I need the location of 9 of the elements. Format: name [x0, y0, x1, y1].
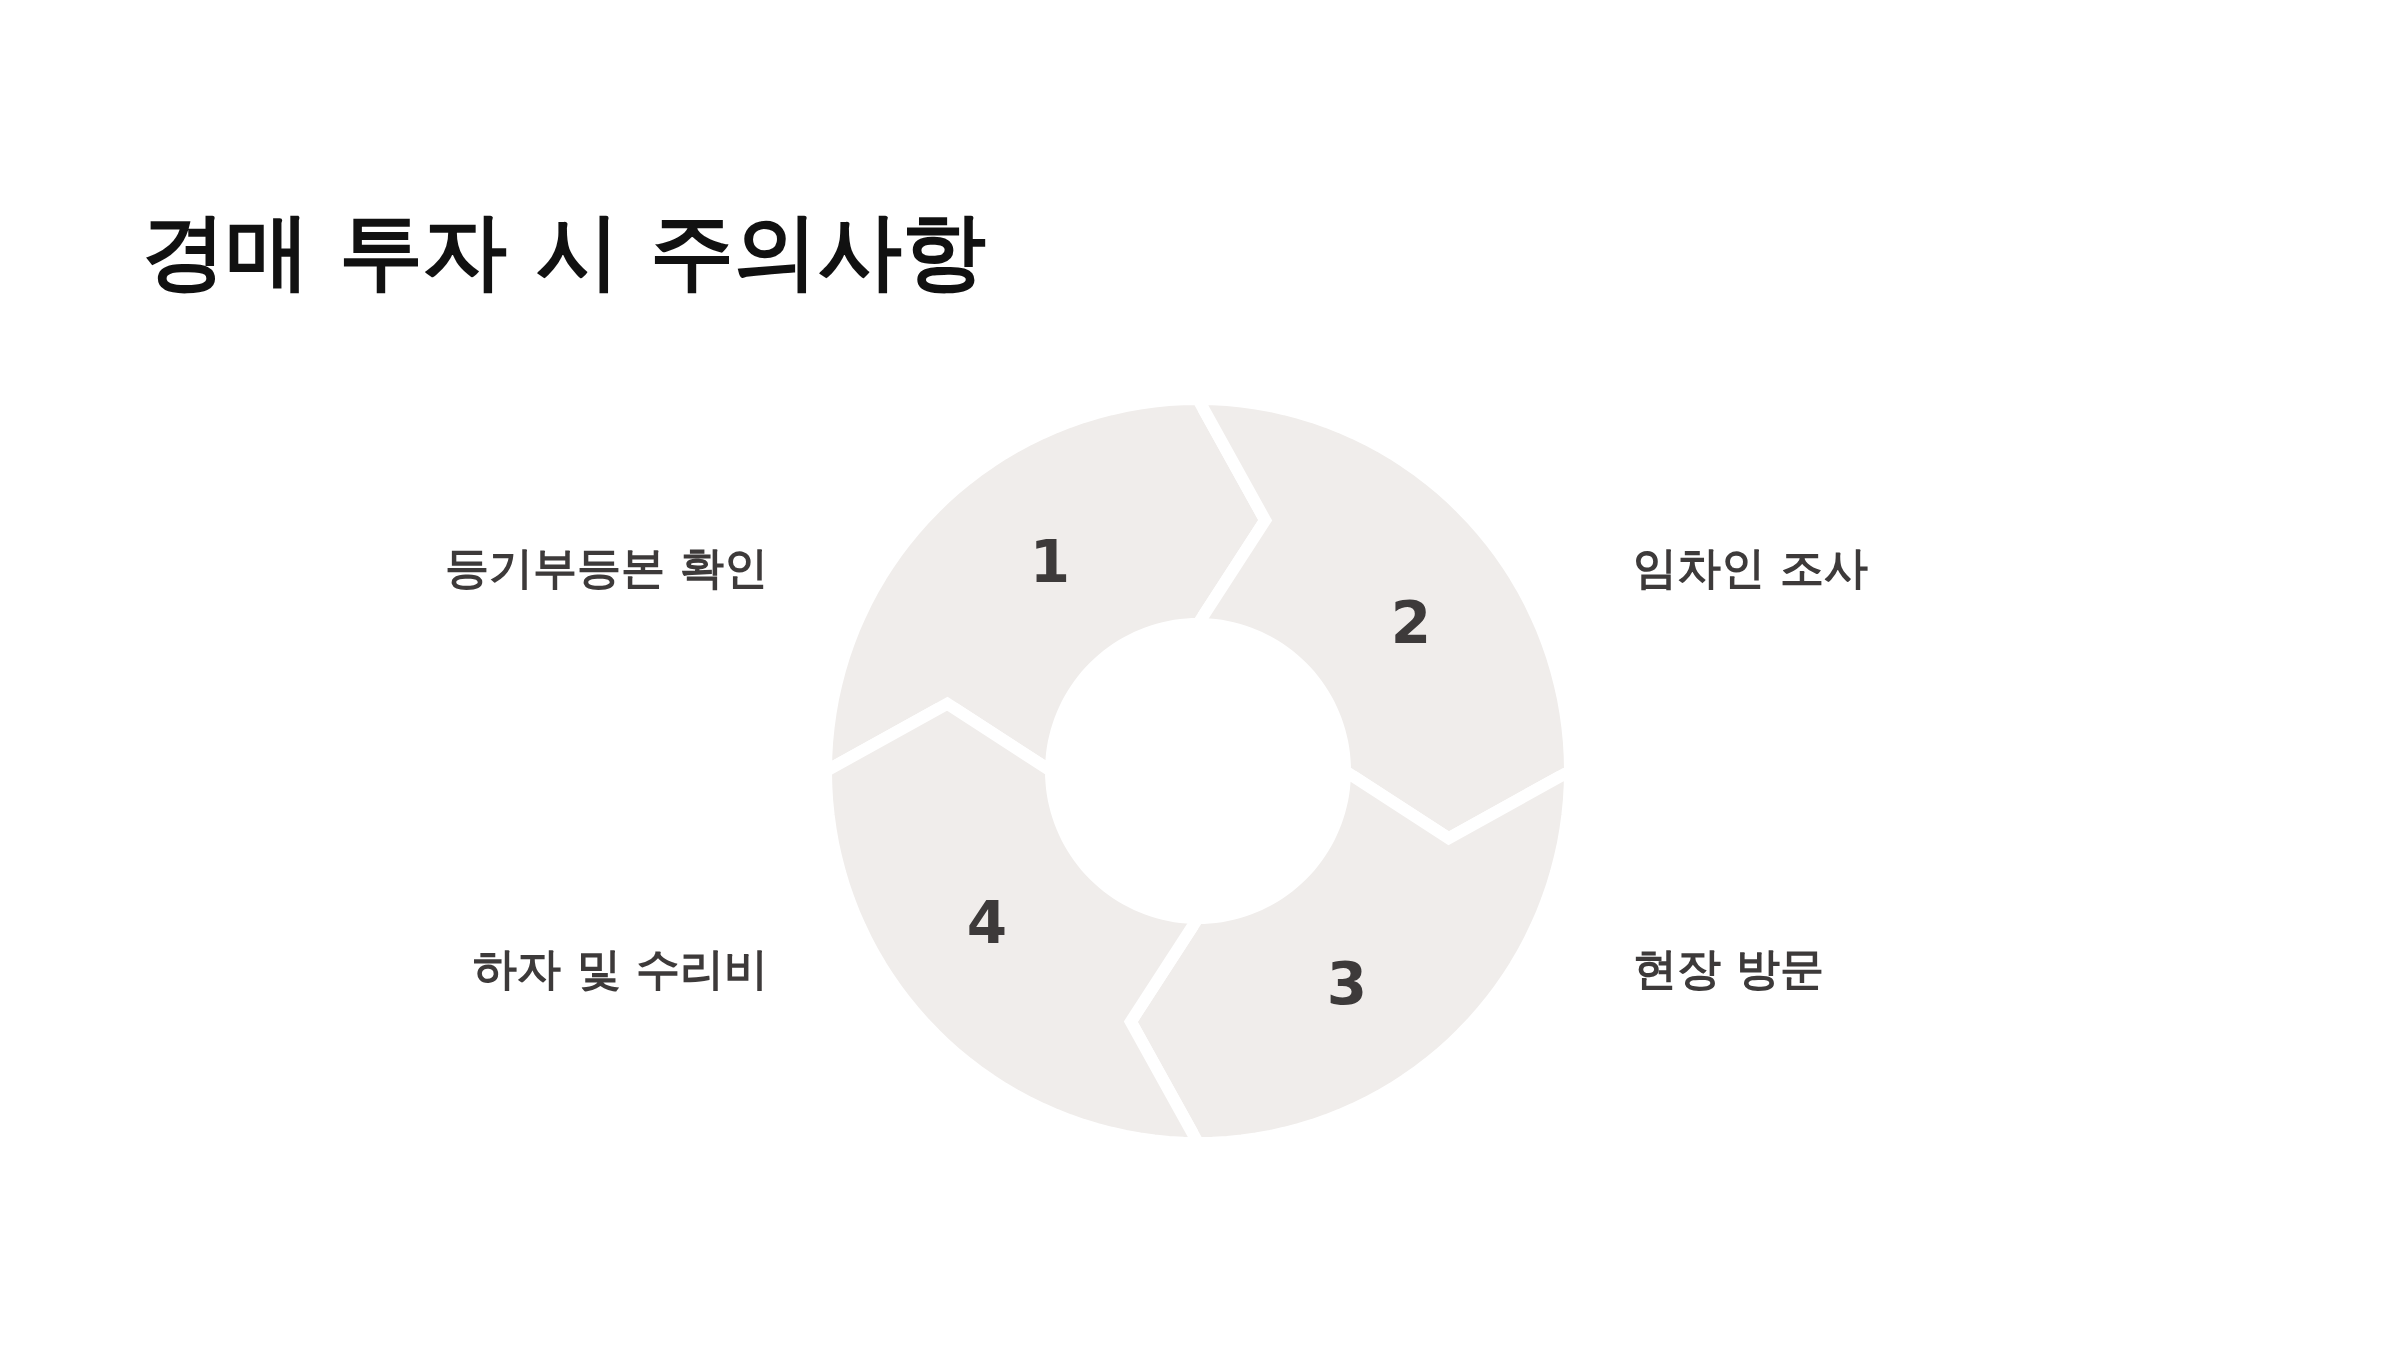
step-number: 3 [1326, 955, 1368, 1013]
title: 경매 투자 시 주의사항 [142, 205, 986, 298]
step-number: 1 [1029, 533, 1071, 591]
step-number: 2 [1390, 594, 1432, 652]
step-label: 현장 방문 [1633, 947, 1825, 991]
step-label: 등기부등본 확인 [444, 546, 768, 590]
step-number: 4 [966, 894, 1008, 952]
step-label: 임차인 조사 [1633, 546, 1869, 590]
step-label: 하자 및 수리비 [473, 947, 768, 991]
